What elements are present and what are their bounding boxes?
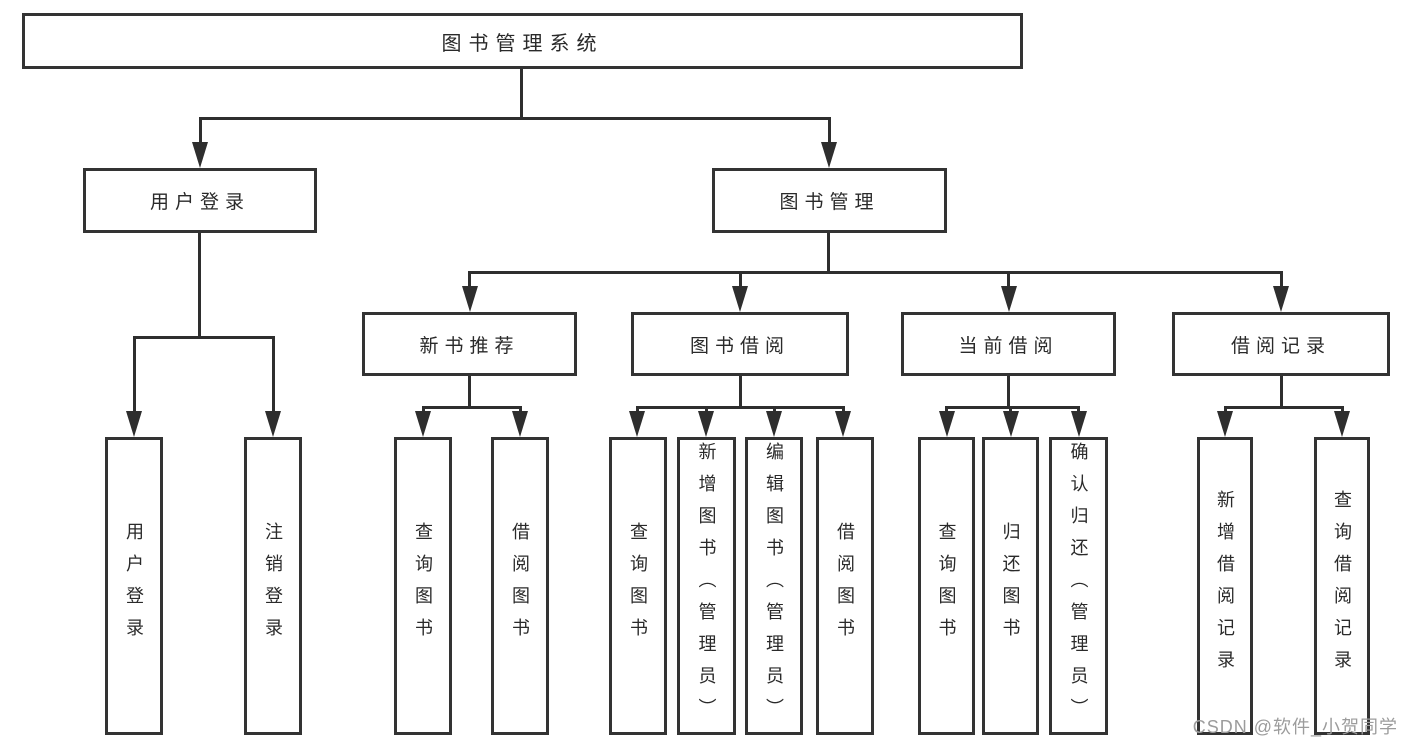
arrowhead-down: [732, 286, 748, 312]
connector-line: [1280, 271, 1283, 289]
node-label: 编辑图书（管理员）: [764, 442, 784, 730]
arrowhead-down: [821, 142, 837, 168]
node-label: 注销登录: [263, 522, 283, 650]
leaf-query-borrow-record: 查询借阅记录: [1314, 437, 1370, 735]
arrowhead-down: [1217, 411, 1233, 437]
node-current-borrowing: 当前借阅: [901, 312, 1116, 376]
node-label: 新书推荐: [419, 335, 520, 357]
connector-line: [519, 406, 522, 414]
leaf-add-book-admin: 新增图书（管理员）: [677, 437, 736, 735]
connector-line: [705, 406, 708, 414]
arrowhead-down: [629, 411, 645, 437]
connector-line: [469, 271, 1282, 274]
connector-line: [468, 376, 471, 408]
node-label: 借阅图书: [510, 522, 530, 650]
leaf-user-login: 用户登录: [105, 437, 163, 735]
leaf-query-books-borrowing: 查询图书: [609, 437, 667, 735]
node-user-login: 用户登录: [83, 168, 317, 233]
arrowhead-down: [1071, 411, 1087, 437]
node-label: 查询图书: [936, 522, 957, 650]
leaf-borrow-books-borrowing: 借阅图书: [816, 437, 874, 735]
leaf-edit-book-admin: 编辑图书（管理员）: [745, 437, 803, 735]
node-label: 查询图书: [628, 522, 648, 650]
arrowhead-down: [835, 411, 851, 437]
connector-line: [1224, 406, 1343, 409]
connector-line: [636, 406, 639, 414]
node-label: 图书管理系统: [441, 32, 604, 55]
arrowhead-down: [126, 411, 142, 437]
connector-line: [842, 406, 845, 414]
node-label: 借阅记录: [1230, 335, 1331, 357]
arrowhead-down: [939, 411, 955, 437]
arrowhead-down: [1003, 411, 1019, 437]
leaf-query-books-current: 查询图书: [918, 437, 975, 735]
arrowhead-down: [1334, 411, 1350, 437]
connector-line: [272, 336, 275, 414]
connector-line: [1007, 376, 1010, 408]
leaf-logout: 注销登录: [244, 437, 302, 735]
node-label: 确认归还（管理员）: [1068, 442, 1089, 730]
node-label: 归还图书: [1000, 522, 1021, 650]
connector-line: [199, 117, 202, 146]
connector-line: [739, 376, 742, 408]
node-label: 新增图书（管理员）: [696, 442, 717, 730]
node-new-book-recommendation: 新书推荐: [362, 312, 577, 376]
connector-line: [1280, 376, 1283, 408]
arrowhead-down: [1001, 286, 1017, 312]
connector-line: [636, 406, 844, 409]
node-label: 用户登录: [124, 522, 144, 650]
connector-line: [1077, 406, 1080, 414]
node-label: 查询借阅记录: [1332, 490, 1352, 682]
arrowhead-down: [415, 411, 431, 437]
connector-line: [773, 406, 776, 414]
leaf-borrow-books-recommend: 借阅图书: [491, 437, 549, 735]
arrowhead-down: [192, 142, 208, 168]
connector-line: [198, 233, 201, 338]
leaf-query-books-recommend: 查询图书: [394, 437, 452, 735]
leaf-confirm-return-admin: 确认归还（管理员）: [1049, 437, 1108, 735]
connector-line: [199, 117, 831, 120]
node-book-borrowing: 图书借阅: [631, 312, 849, 376]
arrowhead-down: [462, 286, 478, 312]
connector-line: [422, 406, 425, 414]
connector-line: [520, 69, 523, 118]
csdn-watermark: CSDN @软件_小贺同学: [1192, 717, 1398, 737]
connector-line: [133, 336, 274, 339]
node-label: 当前借阅: [958, 335, 1059, 357]
connector-line: [1009, 406, 1012, 414]
connector-line: [422, 406, 522, 409]
connector-line: [1224, 406, 1227, 414]
leaf-add-borrow-record: 新增借阅记录: [1197, 437, 1253, 735]
connector-line: [945, 406, 948, 414]
connector-line: [739, 271, 742, 289]
connector-line: [827, 233, 830, 273]
node-label: 新增借阅记录: [1215, 490, 1235, 682]
connector-line: [946, 406, 1080, 409]
connector-line: [1341, 406, 1344, 414]
leaf-return-book: 归还图书: [982, 437, 1039, 735]
node-label: 用户登录: [149, 192, 250, 213]
node-label: 借阅图书: [835, 522, 855, 650]
node-label: 图书借阅: [689, 335, 790, 357]
connector-line: [468, 271, 471, 289]
node-borrowing-records: 借阅记录: [1172, 312, 1390, 376]
arrowhead-down: [698, 411, 714, 437]
node-library-management-system: 图书管理系统: [22, 13, 1023, 69]
arrowhead-down: [1273, 286, 1289, 312]
connector-line: [1007, 271, 1010, 289]
arrowhead-down: [766, 411, 782, 437]
connector-line: [828, 117, 831, 146]
node-book-management: 图书管理: [712, 168, 947, 233]
node-label: 图书管理: [779, 192, 880, 213]
arrowhead-down: [512, 411, 528, 437]
node-label: 查询图书: [413, 522, 433, 650]
connector-line: [133, 336, 136, 414]
arrowhead-down: [265, 411, 281, 437]
